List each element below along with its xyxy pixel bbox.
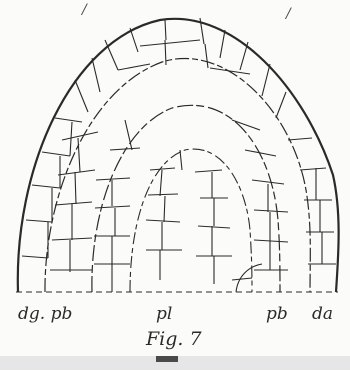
bottom-tab bbox=[156, 356, 178, 362]
label-pb: pb bbox=[266, 306, 288, 323]
figure-caption: Fig. 7 bbox=[146, 330, 202, 349]
label-da: da bbox=[312, 306, 333, 323]
label-pl: pl bbox=[156, 306, 172, 323]
label-dg-pb: dg. pb bbox=[18, 306, 72, 323]
top-mark-right: / bbox=[286, 6, 291, 22]
top-mark-left: / bbox=[82, 2, 87, 18]
